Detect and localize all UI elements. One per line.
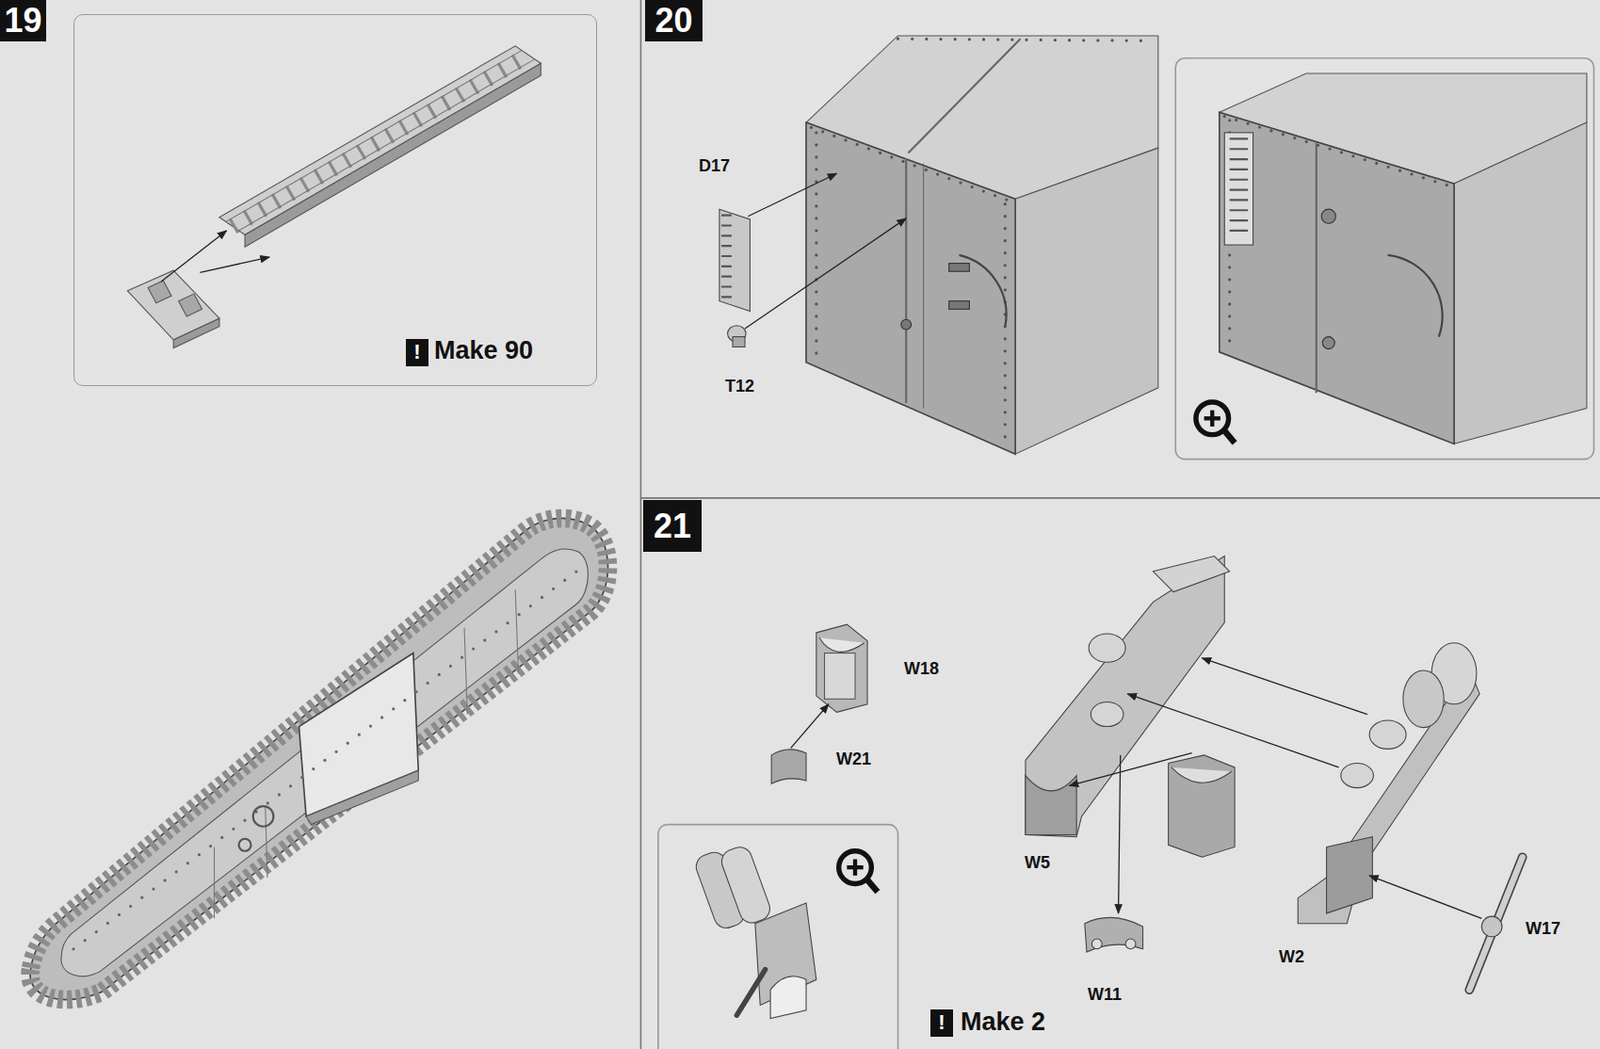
- step-badge: !: [930, 1009, 954, 1037]
- step-number: 21: [653, 507, 692, 546]
- step-badge: 21: [643, 500, 702, 552]
- quantity-note: Make 90: [434, 337, 534, 366]
- part-label: W11: [1087, 985, 1122, 1005]
- step-number: 19: [3, 1, 42, 40]
- step-badge: 19: [0, 0, 47, 42]
- part-w17: [1469, 856, 1522, 990]
- step-badge: 20: [645, 0, 703, 42]
- part-w21: [771, 749, 807, 784]
- part-label: W17: [1525, 919, 1561, 939]
- hull-front: [806, 35, 1159, 454]
- step-number: !: [937, 1011, 945, 1035]
- part-cradle: [1168, 755, 1235, 857]
- part-t12: [727, 325, 747, 348]
- step-number: 20: [654, 1, 693, 40]
- part-label: W21: [836, 749, 872, 770]
- track-link: [127, 270, 220, 348]
- part-w18: [816, 624, 868, 712]
- quantity-note: Make 2: [960, 1007, 1046, 1037]
- part-label: W18: [904, 659, 939, 679]
- part-label: T12: [725, 376, 755, 397]
- track-strip: [219, 46, 541, 247]
- part-label: D17: [698, 156, 730, 177]
- zoom-icon: [1195, 402, 1235, 443]
- hull-side: [30, 517, 609, 1000]
- hull-front-zoom: [1219, 73, 1587, 444]
- detail-panel: Make 90!: [73, 14, 598, 387]
- part-label: W5: [1024, 853, 1051, 873]
- part-d17: [719, 209, 751, 311]
- gun-zoom: [693, 843, 817, 1019]
- part-w2: [1297, 643, 1480, 924]
- step-number: !: [413, 340, 421, 364]
- zoom-icon: [839, 851, 878, 892]
- part-label: W2: [1278, 947, 1305, 968]
- part-w11: [1084, 917, 1144, 953]
- step-badge: !: [405, 339, 429, 367]
